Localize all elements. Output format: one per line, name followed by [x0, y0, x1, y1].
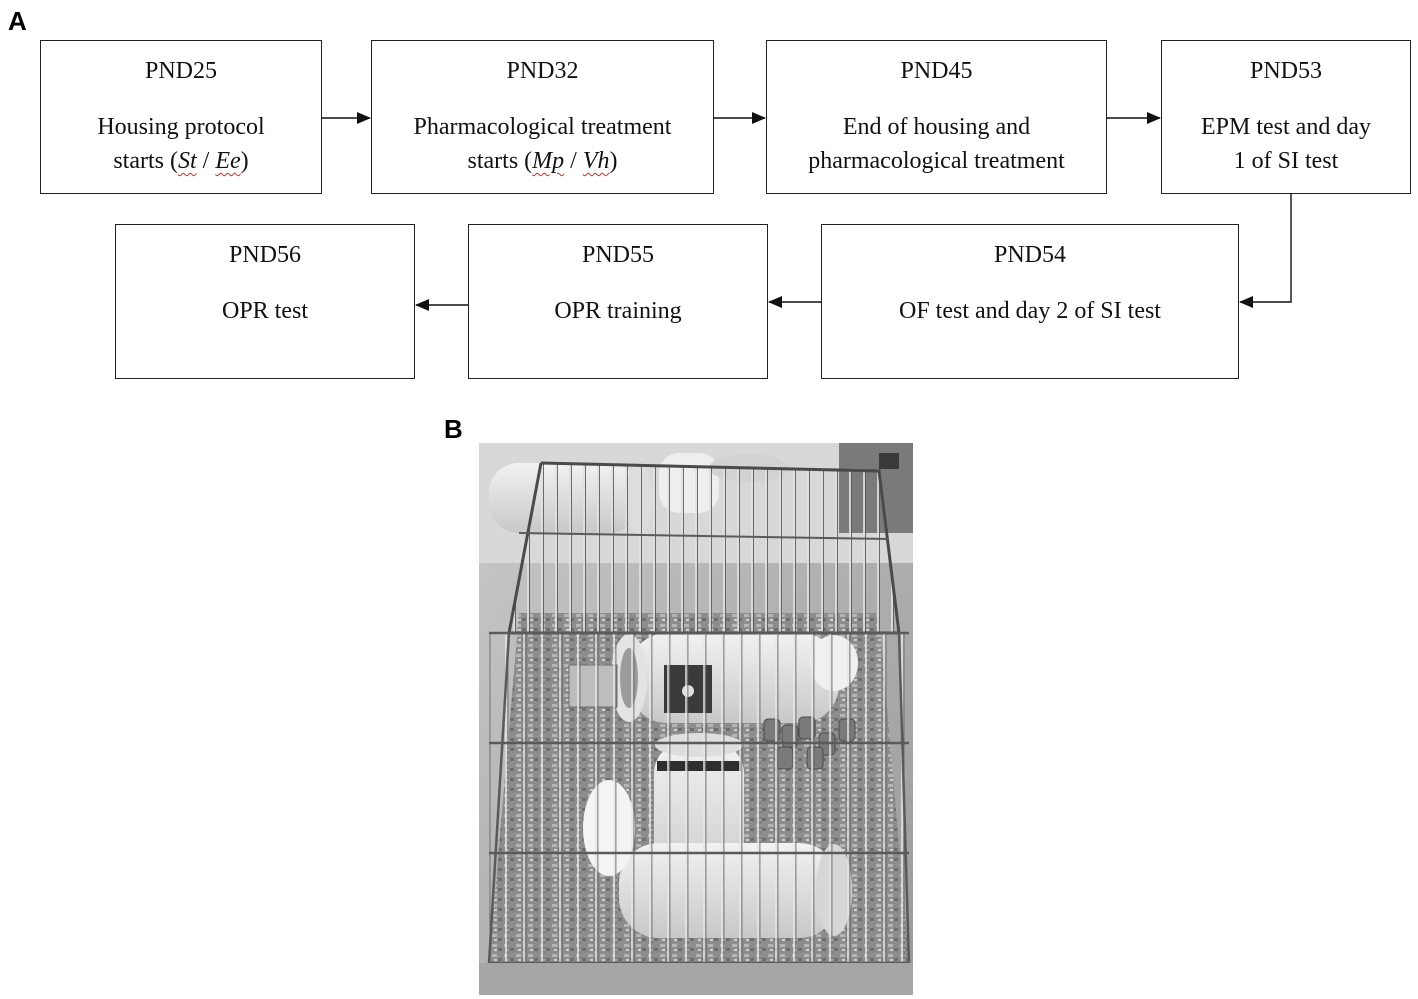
timeline-text: End of housing and: [842, 114, 1031, 140]
timeline-box-pnd55: PND55 OPR training: [468, 224, 768, 379]
timeline-day: PND56: [228, 242, 301, 268]
timeline-connectors: [322, 112, 1292, 311]
treatment-vh: Vh: [582, 148, 610, 174]
panel-label-b: B: [444, 414, 463, 444]
timeline-text: OPR test: [221, 298, 308, 324]
timeline-box-pnd45: PND45 End of housing and pharmacological…: [766, 40, 1107, 194]
treatment-mp: Mp: [532, 148, 565, 174]
timeline-text: 1 of SI test: [1233, 148, 1339, 174]
panel-label-a: A: [8, 6, 27, 36]
enriched-cage-photo: [479, 443, 913, 995]
timeline-text: Pharmacological treatment: [413, 114, 672, 140]
timeline-box-pnd54: PND54 OF test and day 2 of SI test: [821, 224, 1239, 379]
timeline-day: PND54: [993, 242, 1066, 268]
timeline-text: OPR training: [554, 298, 682, 324]
timeline-box-pnd25: PND25 Housing protocol starts (St / Ee): [40, 40, 322, 194]
timeline-text: pharmacological treatment: [808, 148, 1065, 174]
timeline-text: OF test and day 2 of SI test: [899, 298, 1161, 324]
housing-condition-st: St: [178, 148, 197, 174]
timeline-box-pnd53: PND53 EPM test and day 1 of SI test: [1161, 40, 1411, 194]
arrow-pnd53-to-pnd54: [1239, 194, 1292, 308]
timeline-day: PND53: [1249, 58, 1322, 84]
cage-illustration: [479, 443, 913, 995]
timeline-box-pnd32: PND32 Pharmacological treatment starts (…: [371, 40, 714, 194]
housing-condition-ee: Ee: [215, 148, 241, 174]
timeline-text: EPM test and day: [1201, 114, 1371, 140]
timeline-day: PND55: [581, 242, 654, 268]
timeline-text: starts (St / Ee): [113, 148, 249, 174]
timeline-text: starts (Mp / Vh): [467, 148, 618, 174]
timeline-box-pnd56: PND56 OPR test: [115, 224, 415, 379]
timeline-day: PND32: [506, 58, 579, 84]
timeline-day: PND25: [144, 58, 217, 84]
timeline-text: Housing protocol: [97, 114, 265, 140]
timeline-day: PND45: [900, 58, 973, 84]
